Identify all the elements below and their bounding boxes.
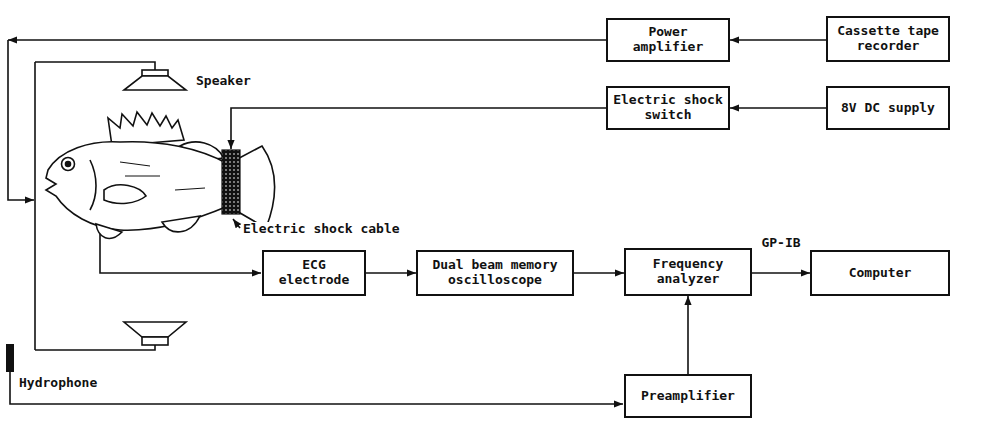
shock-cable-pad	[222, 150, 240, 214]
connector-arrow	[574, 272, 624, 274]
process-box: ECG electrode	[262, 250, 366, 296]
process-box: Cassette tape recorder	[826, 16, 950, 62]
box-label: 8V DC supply	[828, 99, 948, 118]
connector-arrow	[687, 296, 689, 374]
speaker-symbol	[124, 70, 186, 90]
fish-illustration	[46, 112, 275, 238]
box-label: Computer	[812, 264, 948, 283]
hydrophone-symbol	[6, 344, 14, 372]
process-box: Preamplifier	[624, 374, 752, 418]
hydrophone-wire	[10, 372, 623, 404]
box-label: Dual beam memory oscilloscope	[418, 256, 572, 290]
process-box: Power amplifier	[606, 18, 730, 62]
ecg-wire	[100, 226, 261, 273]
connector-arrow	[730, 39, 826, 41]
part-label: Hydrophone	[18, 376, 98, 391]
box-label: Cassette tape recorder	[828, 22, 948, 56]
process-box: Dual beam memory oscilloscope	[416, 250, 574, 296]
process-box: Frequency analyzer	[624, 248, 752, 296]
wires	[8, 40, 623, 404]
process-box: Computer	[810, 250, 950, 296]
box-label: Preamplifier	[626, 387, 750, 406]
leader-line	[233, 219, 240, 228]
shock-wire	[231, 108, 606, 149]
amp-output-wire	[8, 39, 606, 41]
box-label: Electric shock switch	[608, 91, 728, 125]
connector-arrow	[366, 272, 416, 274]
connector-arrow	[752, 272, 810, 274]
speaker-symbol	[124, 322, 186, 345]
process-box: 8V DC supply	[826, 86, 950, 130]
part-label: Speaker	[195, 74, 252, 89]
box-label: Frequency analyzer	[626, 255, 750, 289]
box-label: Power amplifier	[608, 23, 728, 57]
bus-label: GP-IB	[760, 236, 801, 251]
box-label: ECG electrode	[264, 256, 364, 290]
speaker-bus	[34, 62, 36, 350]
speaker-wire	[35, 345, 155, 350]
process-box: Electric shock switch	[606, 86, 730, 130]
connector-arrow	[730, 107, 826, 109]
part-label: Electric shock cable	[242, 222, 401, 237]
speaker-wire	[35, 62, 155, 70]
amp-feed-wire	[8, 40, 34, 200]
